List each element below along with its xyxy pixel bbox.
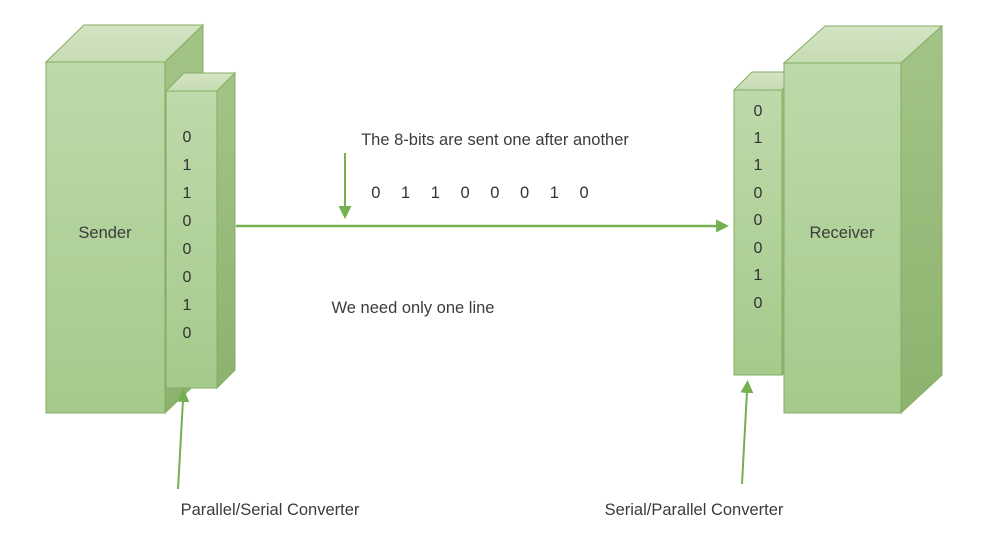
left-converter-side-face — [216, 71, 236, 390]
left-bits-column: 0 1 1 0 0 0 1 0 — [183, 129, 192, 342]
line-note-text: We need only one line — [332, 299, 495, 317]
left-converter-front-face — [165, 90, 218, 389]
receiver-label: Receiver — [809, 224, 875, 242]
parallel-serial-converter-box: 0 1 1 0 0 0 1 0 — [164, 71, 237, 390]
bit: 1 — [754, 267, 763, 284]
sender-label: Sender — [78, 224, 132, 242]
bit: 1 — [183, 157, 192, 174]
right-converter-label: Serial/Parallel Converter — [605, 501, 784, 519]
right-bits-column: 0 1 1 0 0 0 1 0 — [754, 103, 763, 312]
bit: 0 — [754, 295, 763, 312]
bit: 0 — [754, 212, 763, 229]
right-converter-front-face — [733, 89, 783, 376]
bit: 1 — [754, 157, 763, 174]
bit: 0 — [183, 325, 192, 342]
receiver-box: Receiver — [782, 24, 944, 415]
bit: 0 — [183, 213, 192, 230]
bit: 0 — [754, 103, 763, 120]
receiver-side-face — [900, 24, 943, 415]
receiver-front-face — [783, 62, 902, 414]
bit: 1 — [183, 185, 192, 202]
left-converter-pointer-arrow — [176, 388, 190, 490]
bit: 0 — [754, 185, 763, 202]
left-converter-label: Parallel/Serial Converter — [181, 501, 360, 519]
bit: 1 — [754, 130, 763, 147]
bit: 0 — [183, 129, 192, 146]
bit: 1 — [183, 297, 192, 314]
sender-front-face — [45, 61, 166, 414]
top-note-text: The 8-bits are sent one after another — [361, 131, 629, 149]
right-converter-pointer-arrow — [740, 379, 754, 485]
bit: 0 — [754, 240, 763, 257]
bit: 0 — [183, 241, 192, 258]
serial-bits-text: 0 1 1 0 0 0 1 0 — [371, 184, 589, 202]
bit: 0 — [183, 269, 192, 286]
